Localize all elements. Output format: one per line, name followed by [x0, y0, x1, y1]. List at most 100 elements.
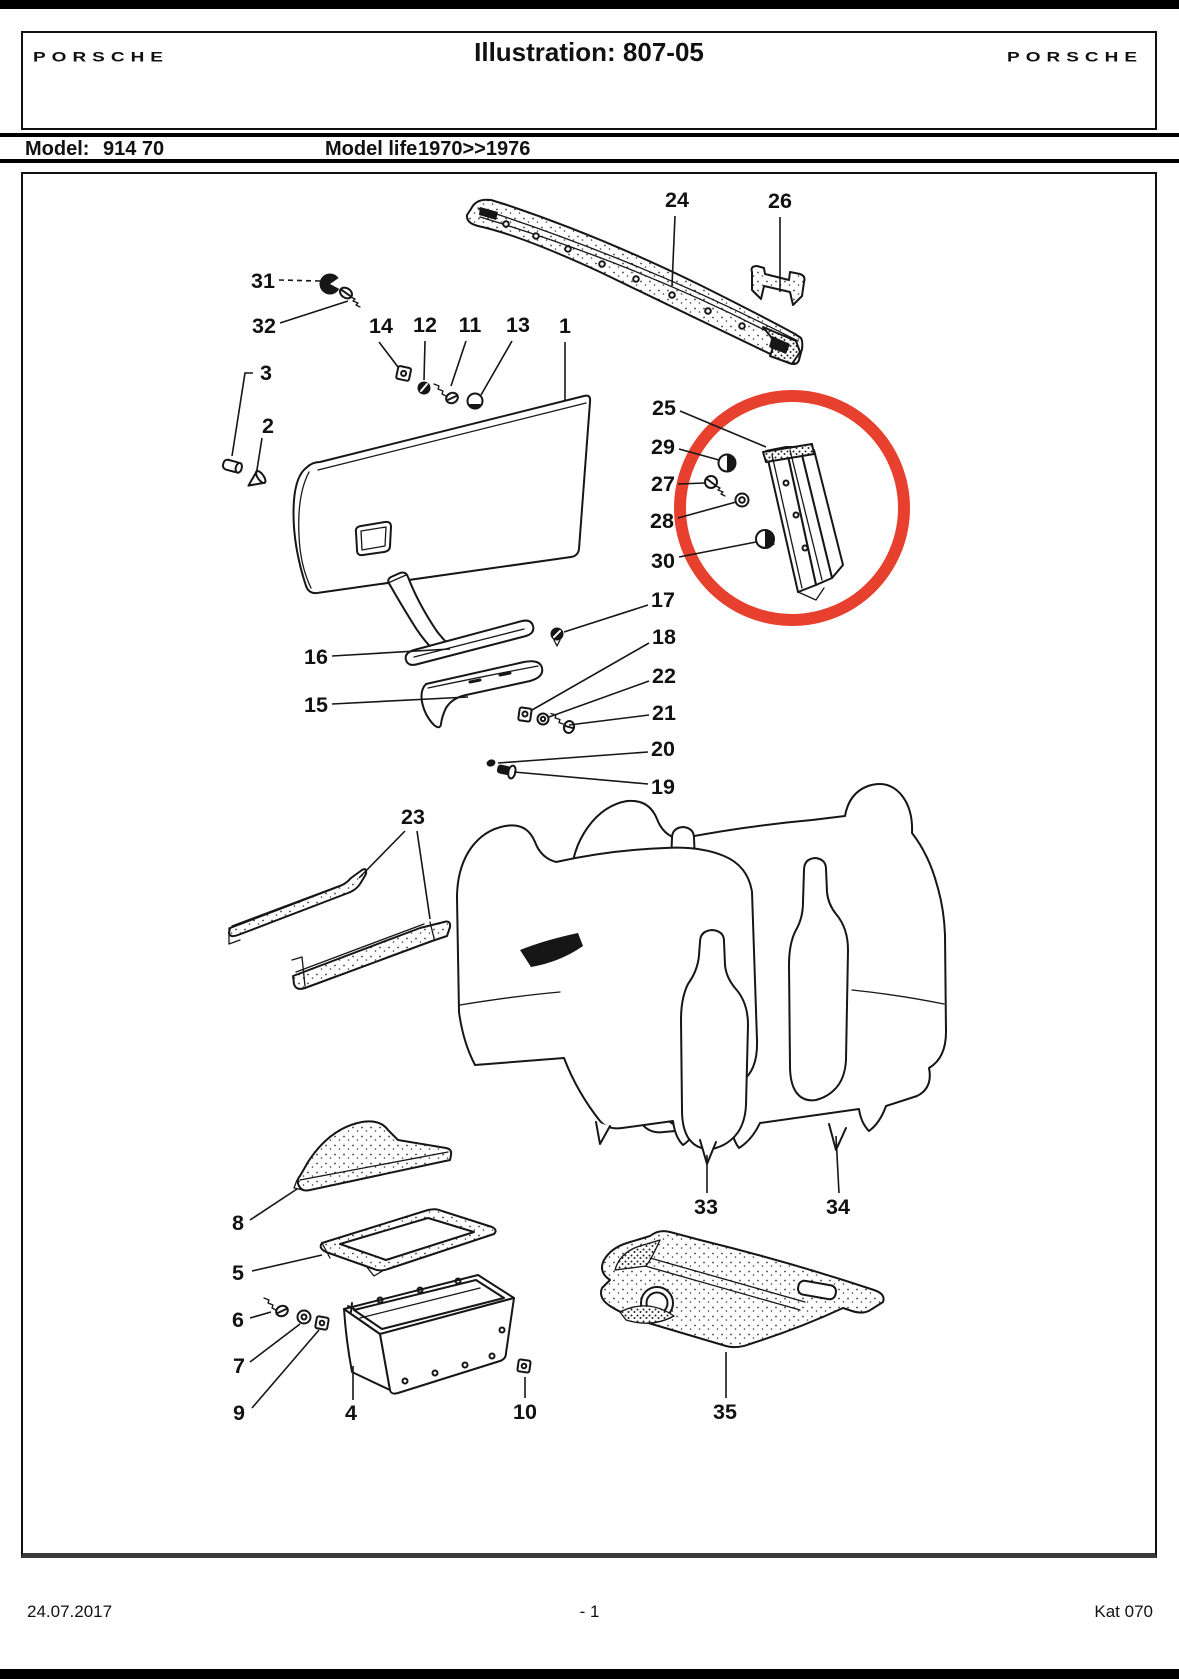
part-label-11: 11 [459, 313, 482, 337]
part-4-storage-bin [343, 1274, 515, 1395]
part-label-18: 18 [652, 625, 676, 649]
part-label-6: 6 [232, 1308, 244, 1332]
part-label-34: 34 [826, 1195, 850, 1219]
page-title: Illustration: 807-05 [474, 37, 704, 67]
leader-line-29 [678, 448, 720, 461]
model-value: 914 70 [103, 138, 165, 160]
leader-line-8 [249, 1188, 298, 1221]
leader-line-30 [678, 541, 757, 558]
part-label-32: 32 [252, 314, 276, 338]
leader-line-19 [513, 771, 649, 785]
part-18-clip [517, 706, 533, 723]
part-17-screw [550, 627, 564, 647]
part-27-screw [704, 475, 726, 497]
part-label-8: 8 [232, 1211, 244, 1235]
part-22-grommet [536, 712, 550, 726]
leader-line-12 [423, 340, 426, 381]
part-label-7: 7 [233, 1354, 245, 1378]
leader-line-6 [249, 1311, 272, 1319]
leader-line-2 [255, 437, 263, 477]
highlight-circle-layer [674, 390, 910, 626]
leader-line-13 [480, 340, 513, 396]
part-label-17: 17 [651, 588, 675, 612]
leader-line-20 [497, 751, 649, 764]
porsche-logo-right: PORSCHE [1007, 50, 1143, 66]
part-label-22: 22 [652, 664, 676, 688]
part-8-shelf-trim [293, 1120, 453, 1192]
part-label-25: 25 [652, 396, 676, 420]
part-label-14: 14 [369, 314, 393, 338]
part-23-sill-trims [228, 868, 452, 990]
part-19-fastener [496, 764, 517, 780]
part-label-31: 31 [251, 269, 275, 293]
part-label-3: 3 [260, 361, 272, 385]
part-7-washer [296, 1309, 312, 1325]
leader-line-24 [671, 215, 676, 287]
part-label-28: 28 [650, 509, 674, 533]
leader-line-28 [677, 501, 737, 519]
leader-line-16 [331, 648, 451, 657]
porsche-logo-left: PORSCHE [33, 50, 169, 66]
bottom-black-bar [0, 1669, 1179, 1679]
part-30-nut [755, 529, 775, 549]
leader-line-18 [531, 642, 650, 711]
part-16-door-pull [387, 571, 535, 666]
leader-line-34 [835, 1135, 840, 1194]
footer-page-number: - 1 [579, 1602, 600, 1621]
part-label-4: 4 [345, 1401, 357, 1425]
leader-line-9 [251, 1329, 320, 1409]
model-life-value: 1970>>1976 [418, 138, 531, 160]
part-21-screw [550, 712, 576, 734]
part-label-27: 27 [651, 472, 675, 496]
part-24-rail [465, 198, 804, 365]
part-28-washer [734, 492, 750, 508]
parts-artwork [221, 198, 947, 1395]
part-9-clip [314, 1315, 330, 1331]
model-life-label: Model life [325, 138, 418, 160]
part-6-screw [263, 1297, 289, 1318]
leader-line-23 [416, 830, 431, 920]
part-3-pin [221, 458, 243, 474]
leader-line-22 [548, 680, 650, 718]
footer-catalog-code: Kat 070 [1094, 1602, 1153, 1621]
leader-line-15 [331, 696, 469, 705]
leader-line-25 [679, 410, 767, 448]
part-29-grommet [717, 453, 737, 473]
part-5-frame [319, 1208, 497, 1277]
leader-line-32 [279, 300, 349, 324]
part-25-pillar-trim [762, 443, 844, 601]
part-label-29: 29 [651, 435, 675, 459]
part-label-20: 20 [651, 737, 675, 761]
part-13-plug [466, 392, 484, 410]
part-label-5: 5 [232, 1261, 244, 1285]
part-label-21: 21 [652, 701, 676, 725]
leader-line-31 [278, 279, 321, 282]
part-label-26: 26 [768, 189, 792, 213]
model-info-bar: Model: 914 70 Model life 1970>>1976 [0, 133, 1179, 163]
part-label-1: 1 [559, 314, 571, 338]
footer-date: 24.07.2017 [27, 1602, 113, 1621]
part-32-screw [339, 286, 361, 308]
part-26-bracket [750, 265, 806, 306]
part-label-9: 9 [233, 1401, 245, 1425]
part-label-23: 23 [401, 805, 425, 829]
leader-line-21 [568, 714, 650, 726]
part-label-35: 35 [713, 1400, 737, 1424]
part-35-firewall-pad [600, 1230, 885, 1349]
leader-line-23 [358, 830, 406, 879]
part-12-grommet [417, 381, 431, 395]
part-31-knob [319, 273, 343, 295]
part-label-15: 15 [304, 693, 328, 717]
leader-line-5 [251, 1254, 323, 1272]
part-label-10: 10 [513, 1400, 537, 1424]
leader-line-3 [231, 372, 253, 457]
part-label-19: 19 [651, 775, 675, 799]
top-black-bar [0, 0, 1179, 9]
part-label-16: 16 [304, 645, 328, 669]
part-15-armrest [420, 660, 544, 729]
leader-line-14 [378, 341, 399, 368]
page-header: PORSCHE Illustration: 807-05 PORSCHE [21, 31, 1157, 130]
part-label-30: 30 [651, 549, 675, 573]
leader-line-27 [677, 482, 706, 485]
